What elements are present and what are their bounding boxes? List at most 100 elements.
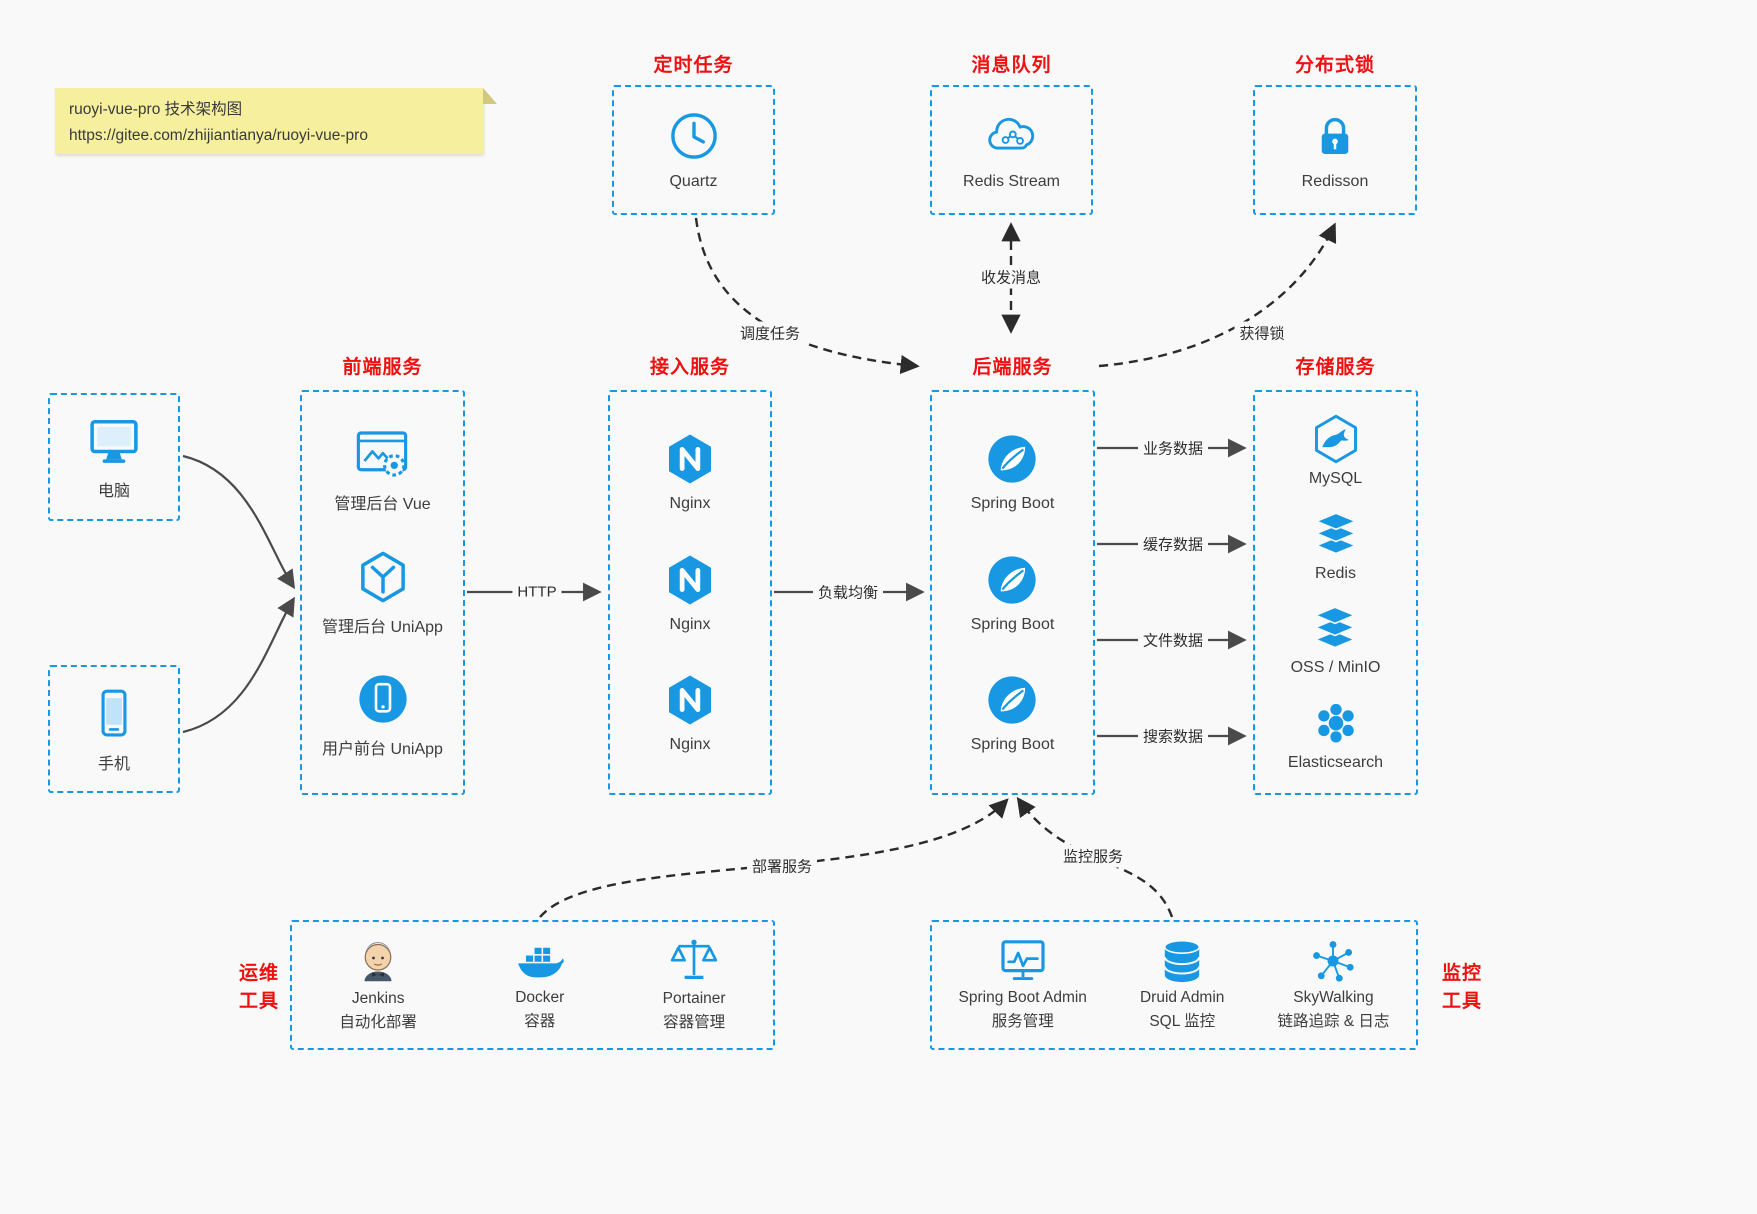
admin-uniapp-icon [355, 549, 411, 605]
spring-boot-label: Spring Boot [970, 494, 1055, 512]
nginx-label: Nginx [669, 736, 711, 754]
spring-boot-label: Spring Boot [970, 736, 1055, 754]
skywalking-desc: 链路追踪 & 日志 [1277, 1013, 1390, 1030]
ops-item-portainer: Portainer 容器管理 [663, 936, 726, 1034]
edge-mobile-frontend [182, 596, 295, 734]
desktop-label: 电脑 [97, 483, 130, 500]
mobile-label: 手机 [97, 756, 130, 773]
admin-vue-icon [353, 426, 411, 482]
spring-boot-icon [984, 672, 1040, 728]
backend-box: Spring Boot Spring Boot Spring Boot [930, 390, 1095, 795]
oss-minio-icon [1309, 604, 1361, 654]
mysql-label: MySQL [1308, 470, 1363, 488]
sticky-note: ruoyi-vue-pro 技术架构图 https://gitee.com/zh… [55, 88, 497, 154]
monitoring-title-line1: 监控 [1441, 963, 1482, 984]
ops-item-docker: Docker 容器 [512, 937, 568, 1033]
redisson-box: Redisson [1253, 85, 1417, 215]
skywalking-label: SkyWalking [1293, 989, 1374, 1007]
gateway-item-nginx-1: Nginx [662, 431, 718, 513]
redis-stack-icon [1310, 510, 1362, 560]
redis-label: Redis [1315, 564, 1356, 582]
ops-title-line1: 运维 [238, 963, 279, 984]
frontend-item-admin-uniapp: 管理后台 UniApp [322, 549, 443, 637]
frontend-title: 前端服务 [342, 357, 423, 378]
quartz-box: Quartz [612, 85, 775, 215]
edge-label-dispatch: 调度任务 [734, 321, 806, 345]
ops-title-line2: 工具 [238, 990, 279, 1012]
edge-label-http: HTTP [512, 582, 562, 602]
docker-icon [512, 937, 568, 985]
frontend-item-user-uniapp: 用户前台 UniApp [322, 671, 443, 759]
elasticsearch-label: Elasticsearch [1287, 753, 1384, 771]
nginx-icon [662, 431, 718, 487]
admin-vue-label: 管理后台 Vue [334, 496, 431, 514]
nginx-icon [662, 552, 718, 608]
storage-item-oss-minio: OSS / MinIO [1290, 604, 1381, 677]
redis-stream-label: Redis Stream [963, 173, 1060, 190]
nginx-label: Nginx [669, 615, 711, 633]
portainer-label: Portainer [662, 990, 726, 1008]
edge-label-cache-data: 缓存数据 [1137, 532, 1209, 556]
spring-boot-admin-icon [997, 937, 1049, 985]
desktop-icon [85, 413, 143, 469]
phone-icon [89, 684, 139, 742]
clock-icon [667, 109, 721, 163]
druid-icon [1157, 937, 1207, 985]
distributed-lock-title: 分布式锁 [1294, 55, 1375, 76]
backend-item-spring-2: Spring Boot [970, 552, 1055, 634]
edge-acquire-lock [1098, 222, 1337, 368]
spring-boot-label: Spring Boot [970, 615, 1055, 633]
druid-label: Druid Admin [1139, 989, 1225, 1007]
note-title: ruoyi-vue-pro 技术架构图 [69, 101, 243, 118]
edge-label-load-balance: 负载均衡 [812, 580, 884, 604]
elasticsearch-icon [1310, 699, 1362, 749]
ops-tools-title: 运维 工具 [233, 960, 285, 1015]
backend-title: 后端服务 [972, 357, 1053, 378]
frontend-box: 管理后台 Vue 管理后台 UniApp 用户前台 UniApp [300, 390, 465, 795]
redisson-label: Redisson [1301, 173, 1369, 190]
gateway-title: 接入服务 [649, 357, 730, 378]
monitoring-item-spring-boot-admin: Spring Boot Admin 服务管理 [959, 937, 1087, 1033]
spring-boot-icon [984, 431, 1040, 487]
monitoring-tools-title: 监控 工具 [1436, 960, 1488, 1015]
monitoring-title-line2: 工具 [1441, 990, 1482, 1012]
mobile-client-box: 手机 [48, 665, 180, 793]
admin-uniapp-label: 管理后台 UniApp [322, 618, 443, 636]
edge-label-monitor: 监控服务 [1057, 844, 1129, 868]
user-uniapp-label: 用户前台 UniApp [322, 740, 443, 758]
jenkins-desc: 自动化部署 [339, 1014, 417, 1031]
user-uniapp-icon [355, 671, 411, 727]
spring-boot-icon [984, 552, 1040, 608]
oss-minio-label: OSS / MinIO [1290, 659, 1381, 677]
mysql-icon [1310, 413, 1362, 465]
redis-stream-box: Redis Stream [930, 85, 1093, 215]
monitoring-item-druid: Druid Admin SQL 监控 [1140, 937, 1224, 1033]
storage-title: 存储服务 [1295, 357, 1376, 378]
edge-desktop-frontend [182, 454, 296, 590]
quartz-label: Quartz [669, 173, 718, 190]
docker-label: Docker [515, 989, 565, 1007]
monitoring-item-skywalking: SkyWalking 链路追踪 & 日志 [1277, 937, 1389, 1033]
edge-label-messages: 收发消息 [975, 265, 1047, 289]
gateway-item-nginx-3: Nginx [662, 672, 718, 754]
docker-desc: 容器 [524, 1013, 556, 1030]
scheduled-tasks-title: 定时任务 [653, 55, 734, 76]
cloud-network-icon [983, 109, 1041, 163]
lock-icon [1310, 109, 1360, 163]
storage-item-mysql: MySQL [1309, 413, 1362, 488]
edge-dispatch-task [694, 217, 920, 375]
backend-item-spring-3: Spring Boot [970, 672, 1055, 754]
edge-label-business-data: 业务数据 [1137, 436, 1209, 460]
message-queue-title: 消息队列 [971, 55, 1052, 76]
gateway-box: Nginx Nginx Nginx [608, 390, 772, 795]
nginx-icon [662, 672, 718, 728]
edge-label-search-data: 搜索数据 [1137, 724, 1209, 748]
edge-label-file-data: 文件数据 [1137, 628, 1209, 652]
monitoring-tools-box: Spring Boot Admin 服务管理 Druid Admin SQL 监… [930, 920, 1418, 1050]
jenkins-icon [354, 936, 402, 986]
jenkins-label: Jenkins [351, 990, 405, 1008]
spring-boot-admin-desc: 服务管理 [991, 1013, 1054, 1030]
ops-item-jenkins: Jenkins 自动化部署 [339, 936, 417, 1034]
druid-desc: SQL 监控 [1149, 1013, 1216, 1030]
